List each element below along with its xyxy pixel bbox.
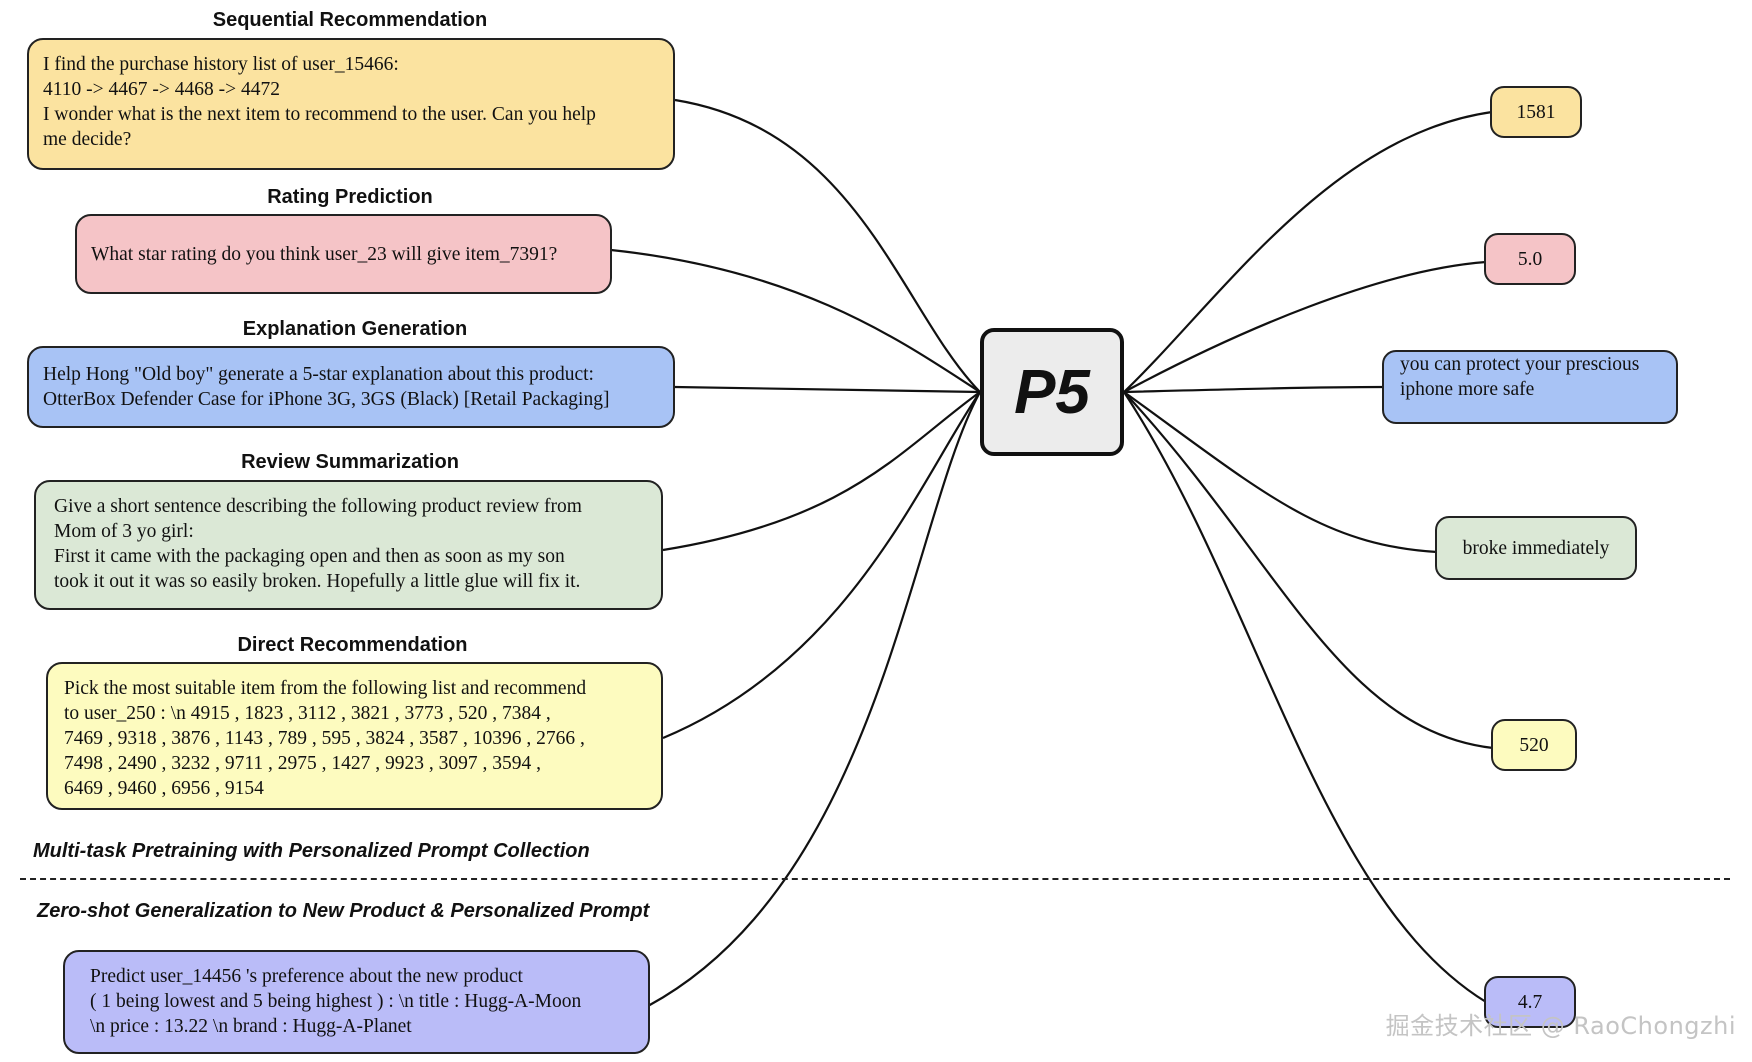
p5-model-box: P5 bbox=[980, 328, 1124, 456]
output-box-rating-prediction: 5.0 bbox=[1484, 233, 1576, 285]
edge-direct-out bbox=[1123, 391, 1494, 750]
heading-rating-prediction: Rating Prediction bbox=[267, 186, 433, 208]
prompt-line: 4110 -> 4467 -> 4468 -> 4472 bbox=[43, 79, 280, 100]
output-text: 4.7 bbox=[1517, 991, 1543, 1013]
edge-rating-out bbox=[1123, 260, 1487, 393]
edge-zeroshot-in bbox=[647, 391, 981, 1007]
prompt-box-review-summarization: Give a short sentence describing the fol… bbox=[34, 480, 663, 610]
edge-rating-in bbox=[610, 248, 981, 393]
section-label-zeroshot: Zero-shot Generalization to New Product … bbox=[37, 900, 650, 922]
heading-review-summarization: Review Summarization bbox=[241, 451, 459, 473]
output-box-sequential-recommendation: 1581 bbox=[1490, 86, 1582, 138]
p5-label: P5 bbox=[1014, 357, 1090, 427]
output-text: 5.0 bbox=[1517, 248, 1543, 270]
edge-expl-out bbox=[1123, 385, 1385, 394]
output-text: you can protect your prescious bbox=[1400, 354, 1640, 375]
prompt-line: Mom of 3 yo girl: bbox=[54, 521, 194, 542]
output-text: 1581 bbox=[1516, 101, 1556, 123]
output-box-explanation-generation: you can protect your prescious iphone mo… bbox=[1382, 350, 1678, 424]
prompt-line: OtterBox Defender Case for iPhone 3G, 3G… bbox=[43, 389, 610, 410]
prompt-box-explanation-generation: Help Hong "Old boy" generate a 5-star ex… bbox=[27, 346, 675, 428]
prompt-line: What star rating do you think user_23 wi… bbox=[91, 243, 558, 265]
heading-explanation-generation: Explanation Generation bbox=[242, 318, 468, 340]
prompt-box-rating-prediction: What star rating do you think user_23 wi… bbox=[75, 214, 612, 294]
section-divider bbox=[20, 878, 1730, 880]
prompt-line: to user_250 : \n 4915 , 1823 , 3112 , 38… bbox=[64, 703, 551, 724]
prompt-box-zeroshot: Predict user_14456 's preference about t… bbox=[63, 950, 650, 1054]
prompt-line: Pick the most suitable item from the fol… bbox=[64, 678, 587, 699]
output-box-review-summarization: broke immediately bbox=[1435, 516, 1637, 580]
watermark: 掘金技术社区 @ RaoChongzhi bbox=[1385, 1012, 1736, 1040]
prompt-line: Give a short sentence describing the fol… bbox=[54, 496, 582, 517]
output-box-direct-recommendation: 520 bbox=[1491, 719, 1577, 771]
edge-seq-in bbox=[674, 98, 981, 393]
prompt-line: I wonder what is the next item to recomm… bbox=[43, 104, 596, 125]
prompt-line: 6469 , 9460 , 6956 , 9154 bbox=[64, 778, 264, 799]
output-box-zeroshot: 4.7 bbox=[1484, 976, 1576, 1028]
prompt-line: I find the purchase history list of user… bbox=[43, 54, 399, 75]
edge-expl-in bbox=[674, 385, 981, 394]
edge-direct-in bbox=[662, 391, 981, 740]
prompt-line: Help Hong "Old boy" generate a 5-star ex… bbox=[43, 364, 594, 385]
edge-seq-out bbox=[1123, 110, 1493, 393]
output-text: broke immediately bbox=[1462, 537, 1610, 559]
edge-review-in bbox=[662, 391, 981, 552]
edge-zeroshot-out bbox=[1123, 391, 1487, 1003]
prompt-line: me decide? bbox=[43, 129, 132, 150]
heading-direct-recommendation: Direct Recommendation bbox=[237, 634, 468, 656]
output-text: iphone more safe bbox=[1400, 379, 1535, 400]
prompt-box-direct-recommendation: Pick the most suitable item from the fol… bbox=[46, 662, 663, 810]
heading-sequential-recommendation: Sequential Recommendation bbox=[212, 9, 488, 31]
section-label-pretraining: Multi-task Pretraining with Personalized… bbox=[33, 840, 590, 862]
prompt-line: First it came with the packaging open an… bbox=[54, 546, 565, 567]
output-text: 520 bbox=[1519, 734, 1549, 756]
prompt-line: 7469 , 9318 , 3876 , 1143 , 789 , 595 , … bbox=[64, 728, 585, 749]
prompt-line: ( 1 being lowest and 5 being highest ) :… bbox=[90, 991, 582, 1012]
prompt-line: \n price : 13.22 \n brand : Hugg-A-Plane… bbox=[90, 1016, 412, 1037]
edge-review-out bbox=[1123, 391, 1438, 554]
prompt-line: took it out it was so easily broken. Hop… bbox=[54, 571, 581, 592]
prompt-line: Predict user_14456 's preference about t… bbox=[90, 966, 523, 987]
prompt-box-sequential-recommendation: I find the purchase history list of user… bbox=[27, 38, 675, 170]
prompt-line: 7498 , 2490 , 3232 , 9711 , 2975 , 1427 … bbox=[64, 753, 542, 774]
